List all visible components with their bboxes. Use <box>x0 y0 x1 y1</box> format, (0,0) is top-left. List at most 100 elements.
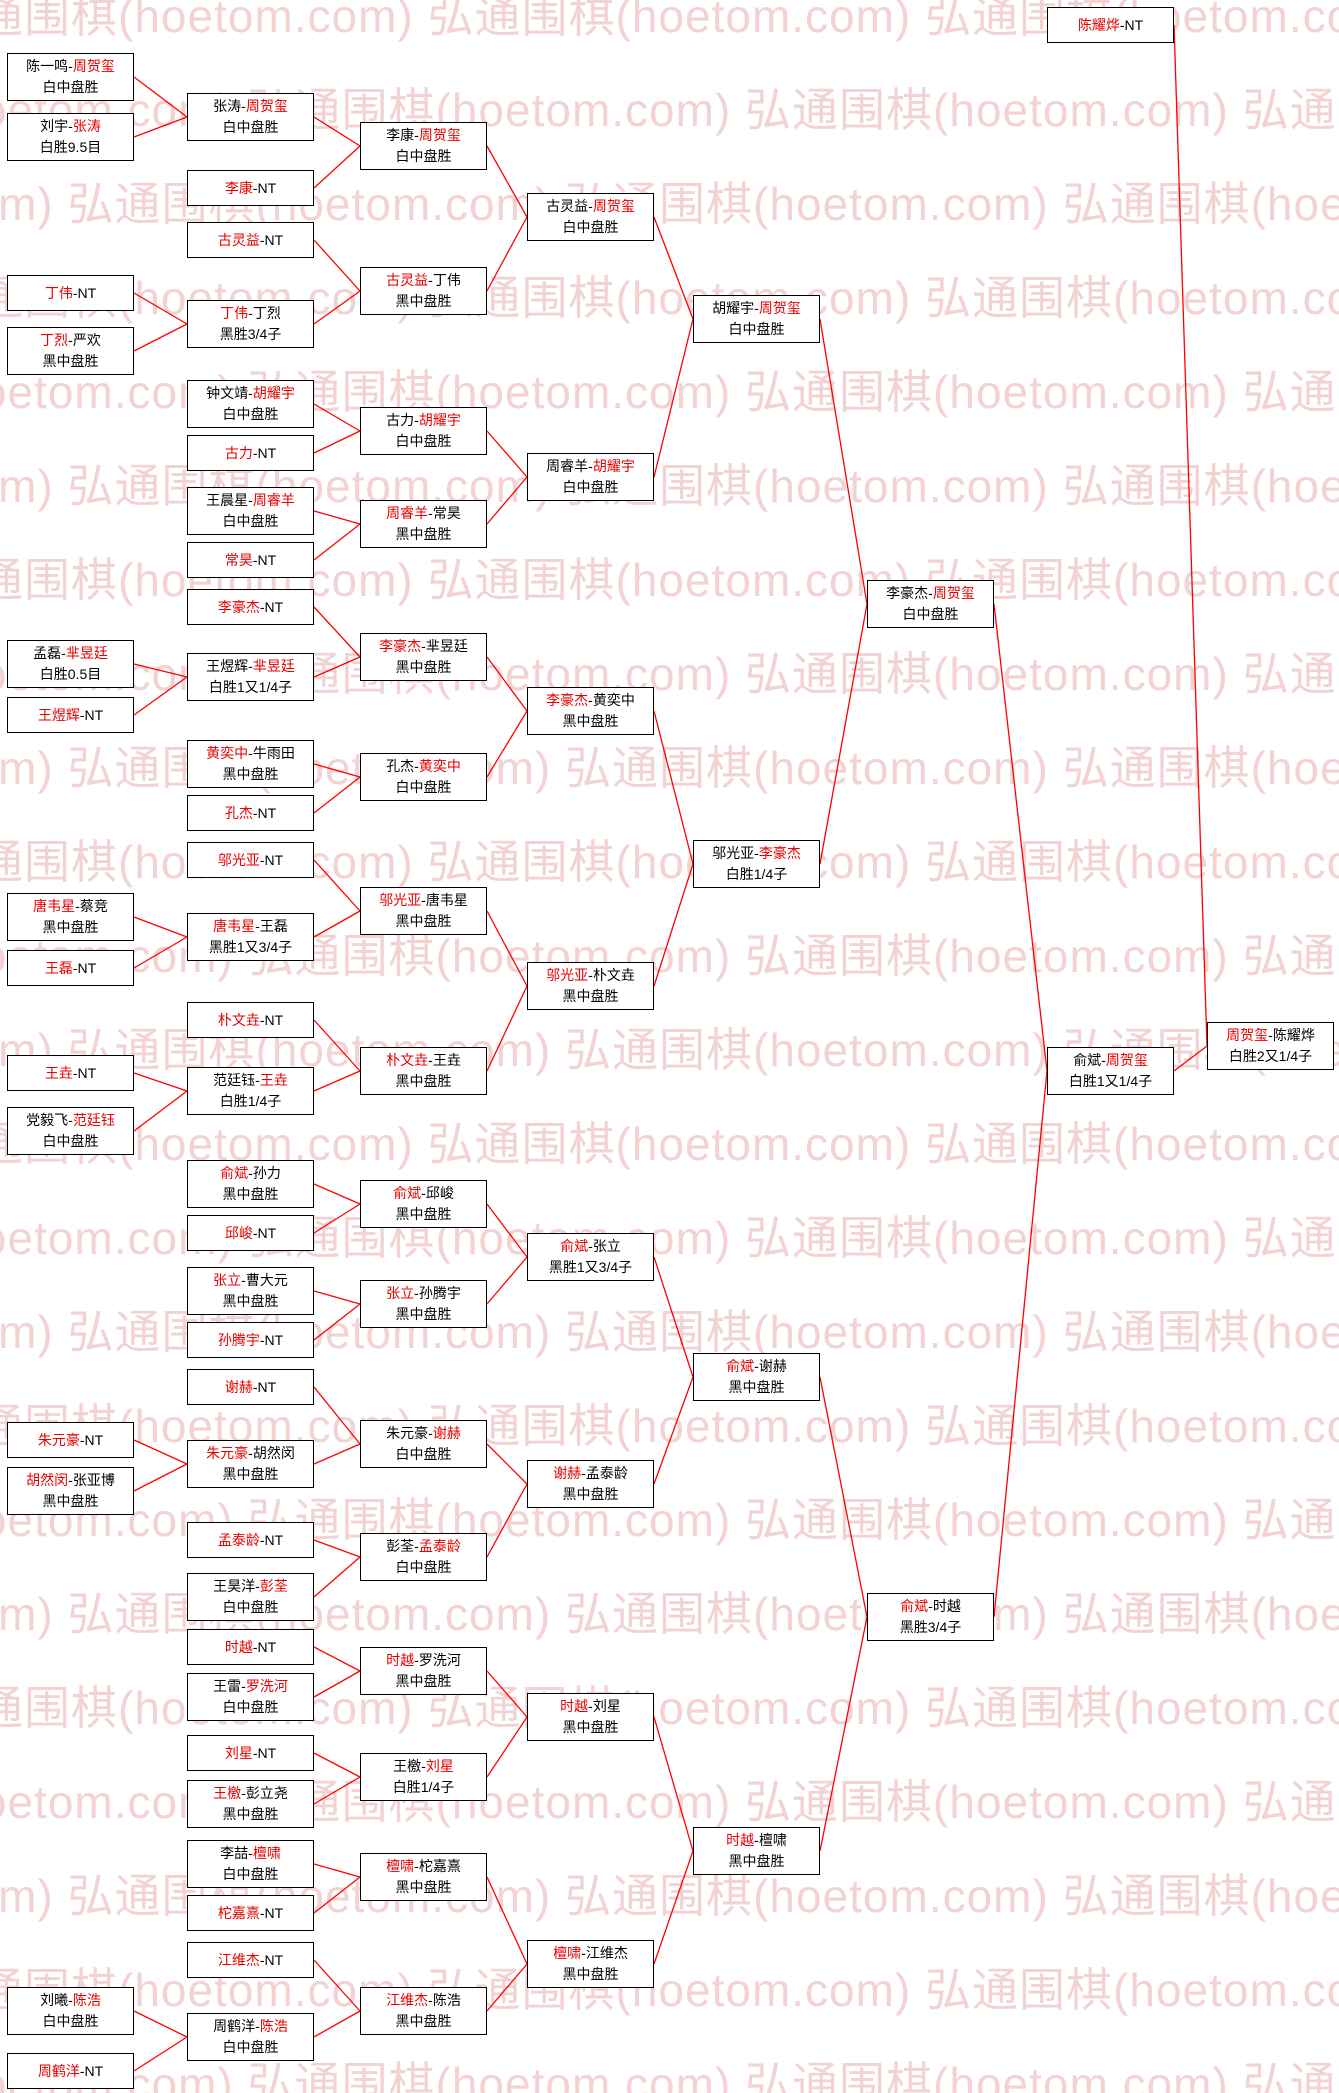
player-name: 唐韦星 <box>213 918 256 934</box>
match-result: 黑中盘胜 <box>728 1853 785 1869</box>
match-box: 张立-孙腾宇黑中盘胜 <box>360 1280 487 1328</box>
players-line: 王磊-NT <box>45 958 96 979</box>
player-name: 邬光亚 <box>217 851 260 868</box>
players-line: 刘曦-陈浩 <box>40 1990 101 2011</box>
match-box: 古灵益-丁伟黑中盘胜 <box>360 267 487 315</box>
player-name: 檀啸 <box>386 1858 415 1874</box>
player-name: 常昊 <box>432 505 461 521</box>
player-name: NT <box>264 598 284 615</box>
players-line: 俞斌-周贺玺 <box>1073 1050 1148 1071</box>
player-name: 江维杰 <box>585 1945 628 1961</box>
dash-separator: - <box>252 444 258 461</box>
players-line: 俞斌-时越 <box>900 1596 961 1617</box>
match-result: 白中盘胜 <box>395 779 452 795</box>
match-box: 王檄-彭立尧黑中盘胜 <box>187 1780 314 1828</box>
match-box: 俞斌-邱峻黑中盘胜 <box>360 1180 487 1228</box>
dash-separator: - <box>79 2062 85 2079</box>
bye-box: 常昊-NT <box>187 542 314 578</box>
player-name: 王檄 <box>213 1785 242 1801</box>
dash-separator: - <box>255 2018 260 2034</box>
players-line: 孔杰-NT <box>225 803 276 824</box>
player-name: 唐韦星 <box>425 892 468 908</box>
match-box: 黄奕中-牛雨田黑中盘胜 <box>187 740 314 788</box>
match-result: 黑胜1又3/4子 <box>548 1259 633 1275</box>
match-result: 黑胜3/4子 <box>899 1619 962 1635</box>
player-name: 胡耀宇 <box>592 458 635 474</box>
dash-separator: - <box>428 272 433 288</box>
players-line: 王煜辉-NT <box>38 705 103 726</box>
player-name: 陈耀烨 <box>1272 1027 1315 1043</box>
match-result: 黑中盘胜 <box>222 1293 279 1309</box>
players-line: 古灵益-NT <box>218 230 283 251</box>
match-result: 黑中盘胜 <box>222 1186 279 1202</box>
player-name: 孟泰龄 <box>217 1531 260 1548</box>
player-name: NT <box>84 706 104 723</box>
players-line: 丁烈-严欢 <box>40 330 101 351</box>
player-name: 李豪杰 <box>217 598 260 615</box>
players-line: 孙腾宇-NT <box>218 1330 283 1351</box>
player-name: 王昊洋 <box>213 1578 256 1594</box>
match-box: 刘曦-陈浩白中盘胜 <box>7 1987 134 2035</box>
match-box: 王煜辉-芈昱廷白胜1又1/4子 <box>187 653 314 701</box>
player-name: 曹大元 <box>245 1272 288 1288</box>
player-name: NT <box>264 1011 284 1028</box>
players-line: 邬光亚-NT <box>218 850 283 871</box>
match-result: 黑胜1又3/4子 <box>208 939 293 955</box>
dash-separator: - <box>241 1785 246 1801</box>
player-name: 谢赫 <box>758 1358 787 1374</box>
players-line: 檀啸-柁嘉熹 <box>386 1856 461 1877</box>
match-box: 张涛-周贺玺白中盘胜 <box>187 93 314 141</box>
player-name: 孟泰龄 <box>585 1465 628 1481</box>
dash-separator: - <box>414 127 419 143</box>
player-name: 谢赫 <box>224 1378 253 1395</box>
players-line: 钟文靖-胡耀宇 <box>206 383 295 404</box>
match-box: 俞斌-张立黑胜1又3/4子 <box>527 1233 654 1281</box>
dash-separator: - <box>255 1578 260 1594</box>
players-line: 柁嘉熹-NT <box>218 1903 283 1924</box>
match-result: 黑中盘胜 <box>562 1486 619 1502</box>
player-name: NT <box>257 179 277 196</box>
match-box: 彭荃-孟泰龄白中盘胜 <box>360 1533 487 1581</box>
players-line: 朱元豪-谢赫 <box>386 1423 461 1444</box>
dash-separator: - <box>581 1945 586 1961</box>
players-line: 王煜辉-芈昱廷 <box>206 656 295 677</box>
dash-separator: - <box>259 231 265 248</box>
player-name: 古力 <box>386 412 415 428</box>
player-name: 邬光亚 <box>712 845 755 861</box>
player-name: 时越 <box>224 1638 253 1655</box>
dash-separator: - <box>259 1531 265 1548</box>
player-name: 周睿羊 <box>386 505 429 521</box>
match-box: 檀啸-江维杰黑中盘胜 <box>527 1940 654 1988</box>
player-name: 刘宇 <box>40 118 69 134</box>
dash-separator: - <box>754 1358 759 1374</box>
players-line: 李喆-檀啸 <box>220 1843 281 1864</box>
players-line: 周鹤洋-陈浩 <box>213 2016 288 2037</box>
dash-separator: - <box>68 1992 73 2008</box>
player-name: 常昊 <box>224 551 253 568</box>
dash-separator: - <box>241 1272 246 1288</box>
match-box: 周鹤洋-陈浩白中盘胜 <box>187 2013 314 2061</box>
dash-separator: - <box>259 598 265 615</box>
bye-box: 时越-NT <box>187 1629 314 1665</box>
players-line: 朱元豪-胡然闵 <box>206 1443 295 1464</box>
dash-separator: - <box>72 959 78 976</box>
player-name: 罗洗河 <box>418 1652 461 1668</box>
players-line: 黄奕中-牛雨田 <box>206 743 295 764</box>
match-box: 檀啸-柁嘉熹黑中盘胜 <box>360 1853 487 1901</box>
player-name: 周贺玺 <box>1105 1052 1148 1068</box>
match-result: 黑中盘胜 <box>42 919 99 935</box>
player-name: 丁伟 <box>432 272 461 288</box>
players-line: 刘宇-张涛 <box>40 116 101 137</box>
match-result: 白中盘胜 <box>222 1699 279 1715</box>
dash-separator: - <box>248 1845 253 1861</box>
dash-separator: - <box>1268 1027 1273 1043</box>
dash-separator: - <box>259 1951 265 1968</box>
match-box: 俞斌-谢赫黑中盘胜 <box>693 1353 820 1401</box>
player-name: 胡然闵 <box>26 1472 69 1488</box>
match-box: 李豪杰-芈昱廷黑中盘胜 <box>360 633 487 681</box>
players-line: 常昊-NT <box>225 550 276 571</box>
player-name: NT <box>84 1431 104 1448</box>
player-name: 周贺玺 <box>245 98 288 114</box>
match-result: 黑中盘胜 <box>562 1719 619 1735</box>
players-line: 李康-周贺玺 <box>386 125 461 146</box>
